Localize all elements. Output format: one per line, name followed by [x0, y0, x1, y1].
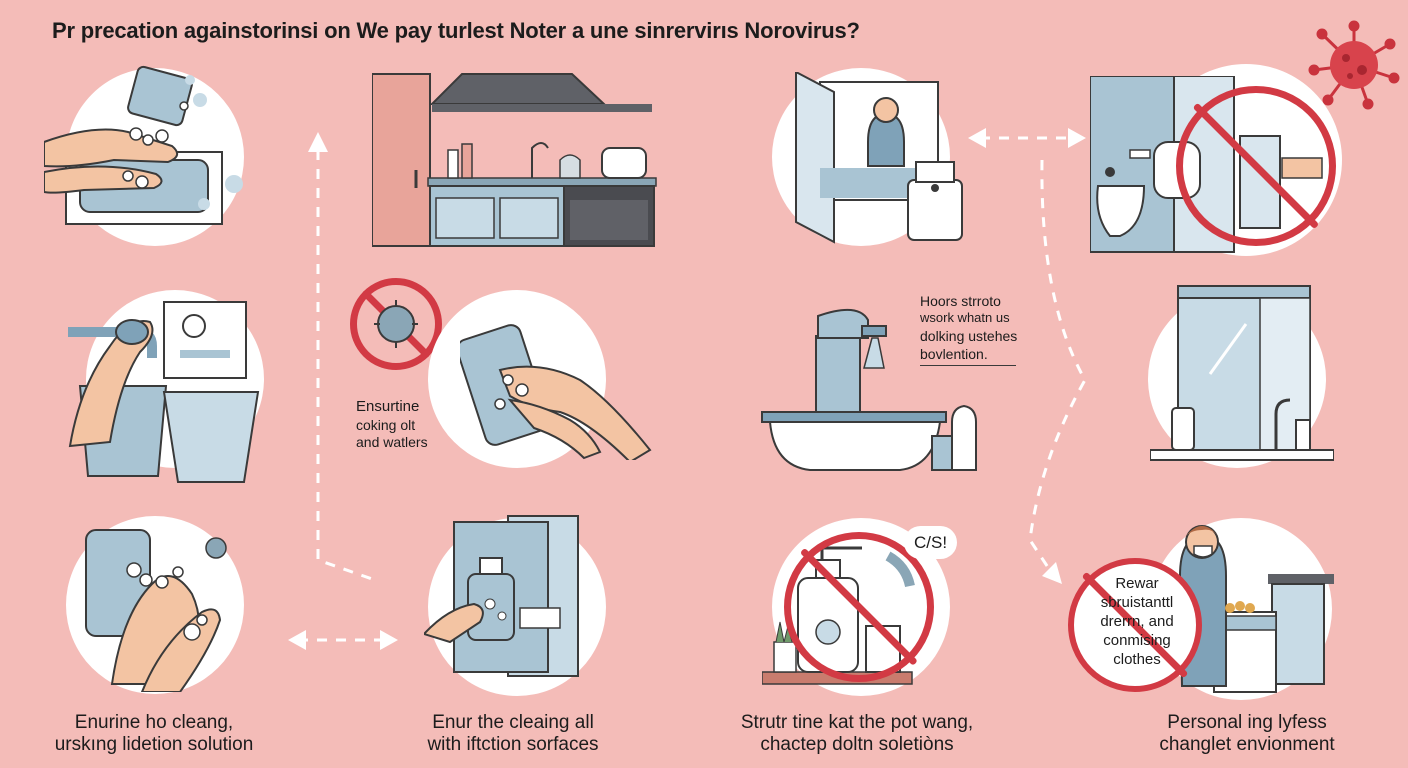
shower-illustration — [795, 72, 963, 244]
prohibited-icon — [1176, 86, 1336, 246]
rewar-line-3: drerrn, and — [1100, 613, 1174, 631]
caption-2-line-1: Enur the cleaing all — [432, 712, 594, 733]
masked-person-illustration — [1178, 525, 1334, 693]
hoors-line-2: wsork whatn us — [920, 310, 1010, 326]
hoors-line-3: dolking ustehes — [920, 328, 1018, 345]
rewar-line-5: clothes — [1113, 651, 1161, 669]
hoors-text: Hoors strroto wsork whatn us dolking ust… — [920, 292, 1018, 367]
fridge-spray-illustration — [424, 515, 579, 677]
kitchen-illustration — [372, 73, 657, 247]
ensure-line-1: Ensurtine — [356, 398, 420, 415]
caption-4-line-2: changlet envionment — [1159, 733, 1335, 755]
speech-bubble-text: C/S! — [914, 533, 948, 552]
ensure-cooking-text: Ensurtine coking olt and watlers — [356, 398, 428, 452]
virus-prohibited-icon — [350, 278, 442, 370]
soap-prohibited-icon — [784, 532, 934, 682]
speech-bubble: C/S! — [904, 526, 958, 560]
hoors-line-1: Hoors strroto — [920, 293, 1001, 309]
rewar-line-4: conmising — [1103, 632, 1171, 650]
page-title: Pr precation againstorinsi on We pay tur… — [52, 18, 860, 43]
phone-wash-illustration — [460, 324, 652, 460]
caption-1-line-2: urskıng lidetion solution — [54, 733, 254, 755]
phone-lather-illustration — [85, 529, 227, 692]
rewar-text: Rewar sbruistanttl drerrn, and conmising… — [1076, 574, 1198, 669]
caption-4: Personal ing lyfess changlet envionment — [1140, 712, 1354, 756]
bathtub-illustration — [761, 309, 977, 471]
virus-icon — [1308, 20, 1400, 110]
rewar-prohibited-icon — [1068, 558, 1202, 692]
caption-2: Enur the cleaing all with iftction sorfa… — [400, 712, 626, 756]
caption-3-line-1: Strutr tine kat the pot wang, — [740, 712, 974, 733]
ensure-line-3: and watlers — [356, 434, 428, 451]
rewar-line-2: sbruistanttl — [1100, 594, 1174, 612]
caption-3: Strutr tine kat the pot wang, chactep do… — [726, 712, 988, 756]
sink-illustration — [1150, 285, 1334, 461]
rewar-line-1: Rewar — [1115, 575, 1159, 592]
caption-1-line-1: Enurine ho cleang, — [74, 712, 234, 733]
hoors-line-4: bovlention. — [920, 345, 1016, 367]
caption-3-line-2: chactep doltn soletiòns — [760, 733, 954, 755]
caption-2-line-2: with iftction sorfaces — [427, 733, 599, 755]
caption-1: Enurine ho cleang, urskıng lidetion solu… — [34, 712, 274, 756]
ensure-line-2: coking olt — [356, 416, 416, 433]
virus-in-ban-icon — [374, 300, 418, 348]
faucet-illustration — [68, 301, 260, 483]
caption-4-line-1: Personal ing lyfess — [1167, 712, 1327, 733]
handwash-illustration — [44, 65, 243, 225]
